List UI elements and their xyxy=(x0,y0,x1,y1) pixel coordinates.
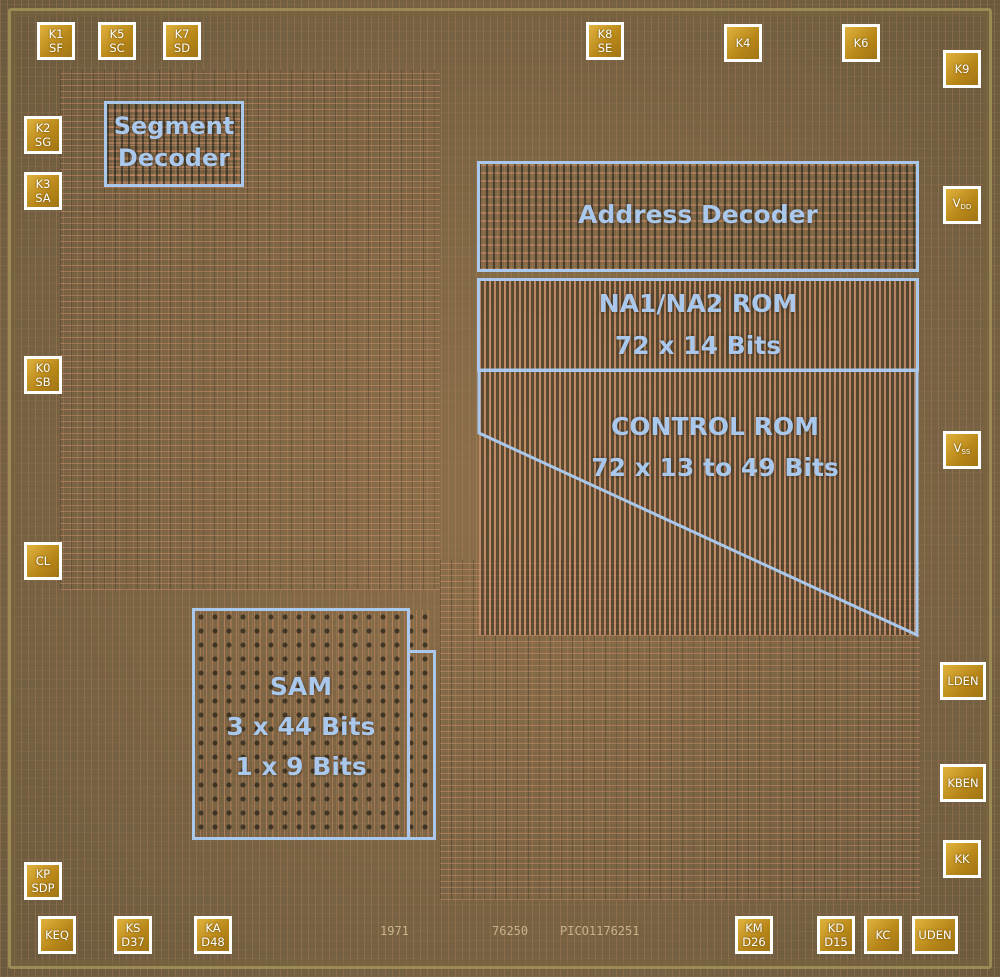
sam-texture xyxy=(194,610,434,840)
na-rom-size: 72 x 14 Bits xyxy=(614,331,782,360)
pad-vss: VSS xyxy=(943,431,981,469)
sam-extension-box xyxy=(407,650,436,840)
segment-decoder-box xyxy=(104,101,244,187)
control-rom-region xyxy=(477,368,919,638)
part-marking-2: PICO1176251 xyxy=(560,924,640,938)
address-decoder-label: Address Decoder xyxy=(578,200,818,229)
na-rom-title: NA1/NA2 ROM xyxy=(598,289,798,318)
segment-decoder-texture xyxy=(107,104,242,184)
part-marking: 76250 xyxy=(492,924,529,938)
pad-k4: K4 xyxy=(724,24,762,62)
control-rom-size: 72 x 13 to 49 Bits xyxy=(591,453,839,482)
sam-size-1: 3 x 44 Bits xyxy=(226,712,376,741)
pad-vdd: VDD xyxy=(943,186,981,224)
sam-title: SAM xyxy=(269,672,333,701)
pad-kben: KBEN xyxy=(940,764,986,802)
pad-k9: K9 xyxy=(943,50,981,88)
pad-k6: K6 xyxy=(842,24,880,62)
sam-size-2: 1 x 9 Bits xyxy=(235,752,367,781)
year-marking: 1971 xyxy=(380,924,409,938)
pad-cl: CL xyxy=(24,542,62,580)
rom-texture xyxy=(479,280,917,635)
pad-keq: KEQ xyxy=(38,916,76,954)
segment-decoder-label: Segment Decoder xyxy=(113,112,235,172)
address-decoder-texture xyxy=(479,163,917,270)
pad-uden: UDEN xyxy=(912,916,958,954)
control-rom-title: CONTROL ROM xyxy=(610,412,820,441)
pad-kc: KC xyxy=(864,916,902,954)
pad-lden: LDEN xyxy=(940,662,986,700)
address-decoder-box xyxy=(477,161,919,272)
pad-kk: KK xyxy=(943,840,981,878)
